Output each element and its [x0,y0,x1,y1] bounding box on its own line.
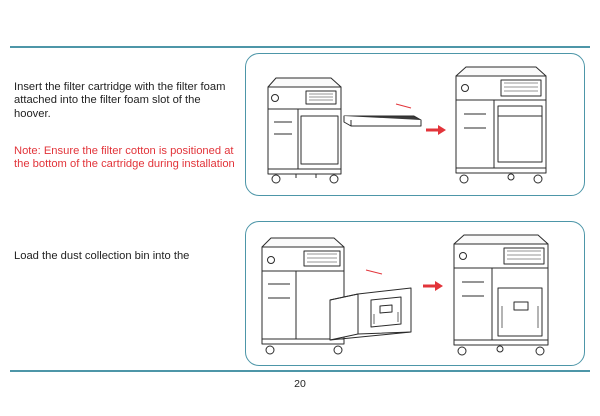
hoover-unit-open-icon [267,77,342,184]
step2-illustration-panel [245,221,585,366]
hoover-unit-closed-icon [453,234,549,356]
step1-illustration-panel [245,53,585,196]
filter-cartridge-icon [343,115,422,127]
step2-instruction: Load the dust collection bin into the [14,250,190,262]
dust-collection-bin-icon [329,287,412,341]
step2-illustration [261,234,549,356]
step1-illustration [267,66,547,184]
step1-instruction: Insert the filter cartridge with the fil… [14,81,226,120]
step1-note: Note: Ensure the filter cotton is positi… [14,145,235,171]
hoover-unit-closed-icon [455,66,547,184]
step1-arrow-icon [426,125,446,135]
page-number: 20 [294,378,306,390]
header-divider [10,46,590,48]
step2-arrow-icon [423,281,443,291]
footer-divider [10,370,590,372]
